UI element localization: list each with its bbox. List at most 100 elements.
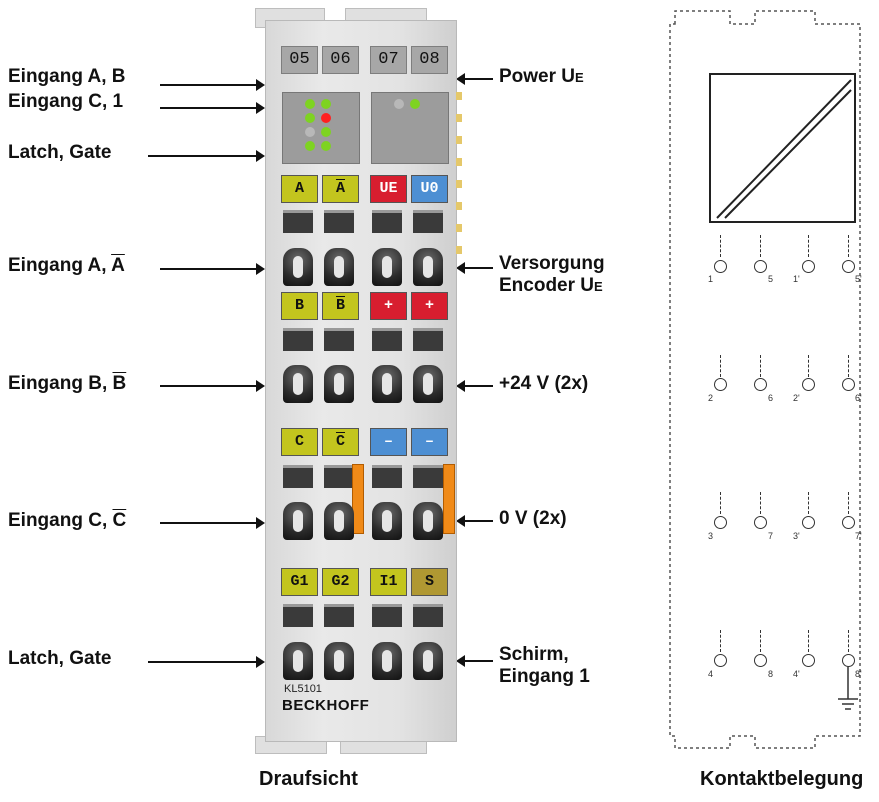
contact-4: [714, 654, 727, 667]
arrow-eingang-a: [160, 263, 265, 275]
wire-clamp[interactable]: [413, 248, 443, 286]
contact-2: [714, 378, 727, 391]
contact-number: 5': [855, 274, 862, 284]
arrow-zero-v: [456, 515, 493, 527]
release-slot[interactable]: [283, 210, 313, 233]
wire-clamp[interactable]: [372, 502, 402, 540]
contact-6p: [842, 378, 855, 391]
label-a: A: [281, 175, 318, 203]
contact-number: 8: [768, 669, 774, 679]
led-red-icon: [321, 113, 331, 123]
wire-clamp[interactable]: [413, 642, 443, 680]
release-slot[interactable]: [283, 604, 313, 627]
label-s: S: [411, 568, 448, 596]
release-slot[interactable]: [413, 210, 443, 233]
label-eingang-a: Eingang A, A: [8, 255, 125, 277]
contact-lead: [808, 355, 809, 377]
label-power-main: Power U: [499, 66, 576, 87]
release-slot[interactable]: [372, 604, 402, 627]
contact-5: [754, 260, 767, 273]
label-power-sub: E: [575, 70, 584, 85]
channel-06: 06: [322, 46, 359, 74]
contact-number: 1': [793, 274, 800, 284]
led-green-icon: [321, 141, 331, 151]
wire-clamp[interactable]: [372, 248, 402, 286]
led-off-icon: [305, 127, 315, 137]
contact-6: [754, 378, 767, 391]
release-slot[interactable]: [413, 465, 443, 488]
wire-clamp[interactable]: [372, 365, 402, 403]
release-slot[interactable]: [283, 465, 313, 488]
contact-number: 6: [768, 393, 774, 403]
release-slot[interactable]: [372, 465, 402, 488]
release-slot[interactable]: [324, 328, 354, 351]
wire-clamp[interactable]: [283, 642, 313, 680]
release-slot[interactable]: [413, 328, 443, 351]
model-label: KL5101: [284, 683, 322, 695]
contact-number: 7': [855, 531, 862, 541]
contact-7: [754, 516, 767, 529]
label-g1: G1: [281, 568, 318, 596]
contact-5p: [842, 260, 855, 273]
contact-2p: [802, 378, 815, 391]
release-slot[interactable]: [283, 328, 313, 351]
contact-number: 7: [768, 531, 774, 541]
label-versorgung-2: Encoder UE: [499, 275, 603, 298]
wire-clamp[interactable]: [413, 502, 443, 540]
contact-lead: [760, 355, 761, 377]
led-green-icon: [410, 99, 420, 109]
release-slot[interactable]: [324, 604, 354, 627]
wire-clamp[interactable]: [283, 365, 313, 403]
contact-1p: [802, 260, 815, 273]
contact-number: 3': [793, 531, 800, 541]
contact-number: 4': [793, 669, 800, 679]
contact-lead: [760, 492, 761, 514]
release-slot[interactable]: [324, 210, 354, 233]
label-eingang-b-prefix: Eingang B,: [8, 373, 113, 394]
wire-clamp[interactable]: [324, 248, 354, 286]
wire-clamp[interactable]: [324, 642, 354, 680]
label-c: C: [281, 428, 318, 456]
release-slot[interactable]: [324, 465, 354, 488]
power-contact-bar: [443, 464, 455, 534]
led-green-icon: [305, 99, 315, 109]
release-slot[interactable]: [413, 604, 443, 627]
channel-07: 07: [370, 46, 407, 74]
wire-clamp[interactable]: [324, 365, 354, 403]
contact-lead: [720, 355, 721, 377]
arrow-latch-gate-bottom: [148, 656, 265, 668]
label-i1: I1: [370, 568, 407, 596]
wire-clamp[interactable]: [283, 248, 313, 286]
arrow-eingang-c1: [160, 102, 265, 114]
label-minus-2: –: [411, 428, 448, 456]
release-slot[interactable]: [372, 210, 402, 233]
contact-lead: [848, 630, 849, 652]
label-eingang-a-prefix: Eingang A,: [8, 255, 112, 276]
arrow-eingang-b: [160, 380, 265, 392]
label-eingang-c-prefix: Eingang C,: [8, 510, 113, 531]
label-latch-gate-top: Latch, Gate: [8, 142, 112, 163]
led-green-icon: [305, 113, 315, 123]
contact-lead: [848, 235, 849, 257]
release-slot[interactable]: [372, 328, 402, 351]
contact-number: 2: [708, 393, 714, 403]
contact-number: 4: [708, 669, 714, 679]
arrow-versorgung: [456, 262, 493, 274]
wire-clamp[interactable]: [324, 502, 354, 540]
label-latch-gate-bottom: Latch, Gate: [8, 648, 112, 669]
label-versorgung-1: Versorgung: [499, 253, 605, 274]
label-versorgung-main: Encoder U: [499, 275, 595, 296]
contact-8p: [842, 654, 855, 667]
contact-number: 2': [793, 393, 800, 403]
contact-lead: [720, 235, 721, 257]
label-plus-1: +: [370, 292, 407, 320]
led-green-icon: [321, 99, 331, 109]
label-eingang-c: Eingang C, C: [8, 510, 126, 532]
wire-clamp[interactable]: [372, 642, 402, 680]
contact-lead: [848, 492, 849, 514]
wire-clamp[interactable]: [283, 502, 313, 540]
label-ue: UE: [370, 175, 407, 203]
wire-clamp[interactable]: [413, 365, 443, 403]
power-contact-bar: [352, 464, 364, 534]
contact-lead: [808, 630, 809, 652]
